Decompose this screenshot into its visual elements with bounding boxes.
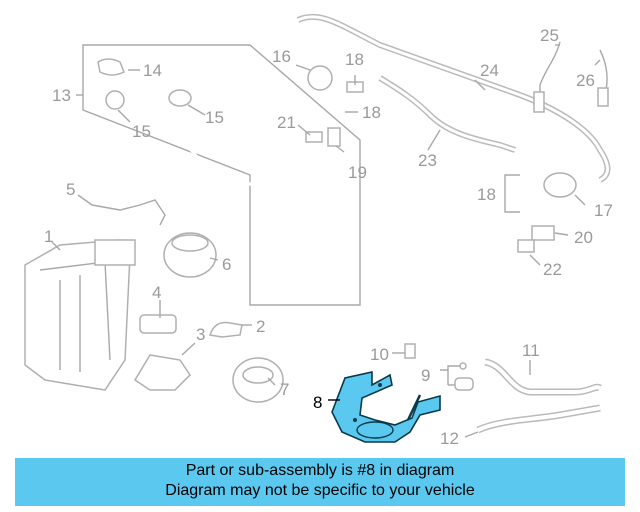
- label-11: 11: [522, 341, 540, 360]
- label-14: 14: [143, 61, 162, 80]
- label-6: 6: [222, 255, 231, 274]
- label-18a: 18: [345, 50, 364, 69]
- part-20-bracket: [531, 225, 555, 241]
- label-3: 3: [196, 325, 205, 344]
- hose-23-inner: [379, 76, 516, 152]
- sensor-26: [597, 87, 609, 107]
- banner-line-1: Part or sub-assembly is #8 in diagram: [185, 462, 455, 479]
- part-22-gasket: [517, 239, 535, 253]
- part-15-valve-b: [168, 89, 192, 107]
- hose-11-inner: [484, 360, 602, 394]
- part-16-valve: [307, 65, 333, 91]
- part-2-pipe: [209, 321, 243, 338]
- label-18c: 18: [477, 185, 496, 204]
- label-16: 16: [272, 47, 291, 66]
- label-24: 24: [480, 61, 499, 80]
- hose-11: [484, 358, 602, 396]
- part-15-valve-a: [105, 90, 125, 110]
- label-1: 1: [44, 227, 53, 246]
- part-8-bracket: [331, 371, 441, 443]
- label-19: 19: [348, 163, 367, 182]
- label-4: 4: [152, 283, 161, 302]
- label-23: 23: [418, 151, 437, 170]
- part-9-cap: [454, 377, 474, 391]
- part-5-hose: [91, 199, 166, 226]
- banner-line-2: Diagram may not be specific to your vehi…: [165, 482, 475, 499]
- part-1-canister: [24, 239, 136, 391]
- label-12: 12: [440, 429, 459, 448]
- hose-24-inner: [297, 15, 609, 182]
- label-15b: 15: [205, 108, 224, 127]
- sensor-25-wire: [539, 41, 561, 110]
- part-21-gasket: [305, 131, 323, 143]
- label-18b: 18: [362, 103, 381, 122]
- label-22: 22: [543, 260, 562, 279]
- hose-24: [296, 13, 611, 183]
- label-10: 10: [370, 345, 389, 364]
- part-7-pump-inner: [242, 366, 274, 384]
- part-19-bracket: [327, 127, 341, 147]
- label-9: 9: [421, 366, 430, 385]
- info-banner: Part or sub-assembly is #8 in diagram Di…: [15, 458, 625, 506]
- label-20: 20: [574, 228, 593, 247]
- label-25: 25: [540, 26, 559, 45]
- label-7: 7: [280, 380, 289, 399]
- label-5: 5: [66, 180, 75, 199]
- label-13: 13: [52, 86, 71, 105]
- label-2: 2: [256, 317, 265, 336]
- part-4-valve: [139, 314, 177, 334]
- part-10-plug: [404, 343, 416, 359]
- label-17: 17: [594, 201, 613, 220]
- part-17-valve: [543, 172, 577, 198]
- part-6-pump-top: [171, 234, 209, 252]
- purge-hose-inner: [144, 98, 340, 293]
- part-9-ring: [459, 362, 467, 370]
- hose-12-inner: [477, 406, 601, 432]
- group-13-frame: [82, 44, 361, 306]
- part-3-bracket: [133, 354, 191, 391]
- part-14-hose: [97, 58, 125, 76]
- label-21: 21: [277, 113, 296, 132]
- label-8: 8: [313, 393, 322, 412]
- sensor-25: [533, 91, 545, 113]
- label-26: 26: [576, 71, 595, 90]
- label-15a: 15: [132, 122, 151, 141]
